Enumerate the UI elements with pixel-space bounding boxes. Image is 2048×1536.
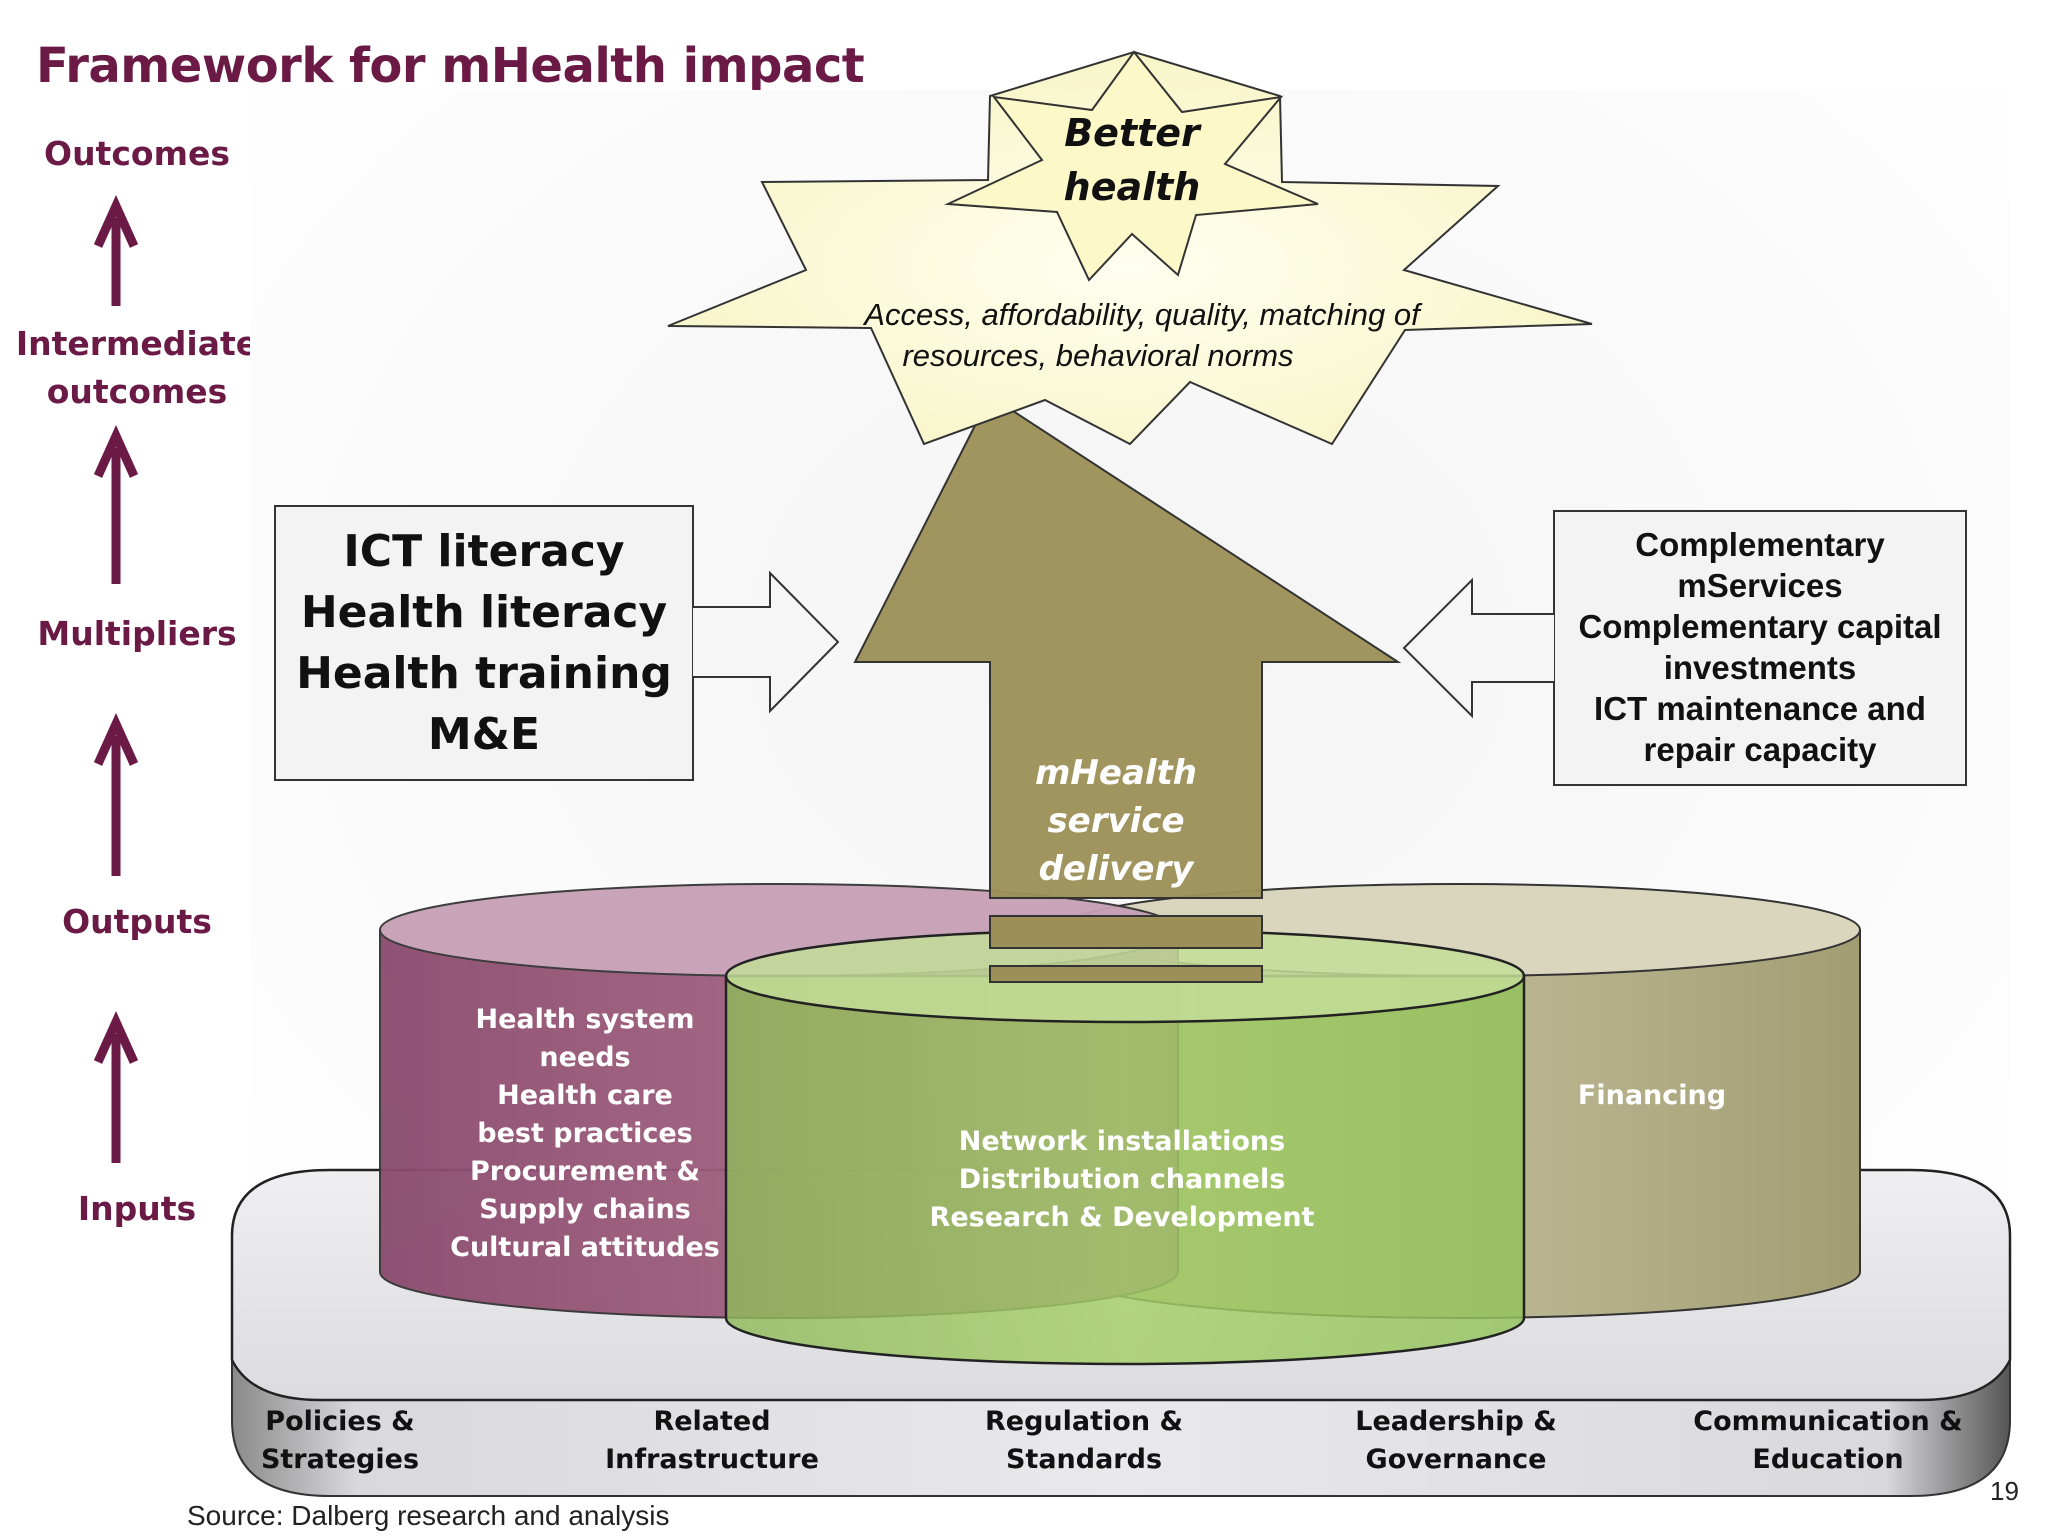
left-multiplier-text: ICT literacy Health literacy Health trai… — [296, 526, 672, 760]
left-multiplier-item: Health training — [296, 648, 672, 699]
right-multiplier-item: mServices — [1677, 567, 1842, 604]
page-title: Framework for mHealth impact — [36, 38, 865, 94]
center-arrow-line-3: delivery — [1039, 849, 1196, 889]
cylinder-left-item: Cultural attitudes — [450, 1232, 720, 1263]
level-multipliers: Multipliers — [37, 614, 237, 653]
level-outcomes: Outcomes — [44, 134, 230, 173]
cylinder-left-text: Health system needs Health care best pra… — [450, 1004, 720, 1263]
cylinder-left-item: Health care — [497, 1080, 673, 1111]
platform-label: Governance — [1366, 1444, 1547, 1475]
left-multiplier-box — [274, 505, 694, 781]
right-multiplier-item: Complementary capital — [1578, 608, 1941, 645]
platform-label: Standards — [1006, 1444, 1162, 1475]
right-multiplier-text: Complementary mServices Complementary ca… — [1578, 526, 1941, 768]
platform-label: Strategies — [261, 1444, 419, 1475]
left-multiplier-arrow — [693, 570, 840, 714]
level-arrow-multipliers-to-intermediate — [93, 425, 139, 584]
platform-labels: Policies & Strategies Related Infrastruc… — [261, 1406, 1963, 1475]
left-multiplier-item: M&E — [428, 709, 540, 760]
page-number: 19 — [1990, 1476, 2019, 1506]
cylinder-left-item: Health system — [475, 1004, 694, 1035]
cylinder-center-item: Network installations — [959, 1126, 1285, 1157]
right-multiplier-item: ICT maintenance and — [1594, 690, 1926, 727]
platform-label: Communication & — [1693, 1406, 1962, 1437]
center-arrow-line-1: mHealth — [1035, 753, 1197, 793]
cylinder-right-item: Financing — [1578, 1080, 1726, 1111]
level-inputs: Inputs — [77, 1189, 197, 1228]
right-multiplier-box — [1553, 510, 1967, 786]
cylinder-left-item: Procurement & — [470, 1156, 700, 1187]
star-subtitle-line-1: Access, affordability, quality, matching… — [862, 297, 1423, 332]
center-arrow-line-2: service — [1047, 801, 1184, 841]
platform-label: Policies & — [265, 1406, 414, 1437]
cylinder-center-text: Network installations Distribution chann… — [930, 1126, 1315, 1233]
right-multiplier-item: Complementary — [1635, 526, 1885, 563]
level-intermediate-line-1: Intermediate — [15, 324, 259, 363]
platform-label: Related — [653, 1406, 770, 1437]
left-multiplier-item: Health literacy — [301, 587, 667, 638]
platform-label: Infrastructure — [605, 1444, 819, 1475]
left-multiplier-item: ICT literacy — [343, 526, 624, 577]
cylinder-center-item: Research & Development — [930, 1202, 1315, 1233]
level-intermediate-outcomes: Intermediate outcomes — [12, 320, 262, 416]
level-arrow-outputs-to-multipliers — [93, 713, 139, 876]
better-health-star — [667, 50, 1593, 446]
better-health-inner-star — [944, 50, 1319, 282]
source-note: Source: Dalberg research and analysis — [187, 1500, 670, 1531]
star-subtitle-line-2: resources, behavioral norms — [902, 338, 1293, 373]
level-intermediate-line-2: outcomes — [46, 372, 228, 411]
cylinder-center-item: Distribution channels — [959, 1164, 1286, 1195]
star-title-line-2: health — [1064, 165, 1201, 209]
level-arrow-intermediate-to-outcomes — [93, 195, 139, 306]
cylinder-left-item: needs — [539, 1042, 630, 1073]
right-multiplier-item: investments — [1664, 649, 1857, 686]
right-multiplier-item: repair capacity — [1644, 731, 1878, 768]
right-multiplier-arrow — [1402, 577, 1554, 719]
level-arrow-inputs-to-outputs — [93, 1011, 139, 1163]
platform-label: Leadership & — [1355, 1406, 1557, 1437]
cylinder-left-item: best practices — [477, 1118, 692, 1149]
star-title-line-1: Better — [1064, 111, 1202, 155]
center-arrow — [853, 394, 1402, 983]
platform-label: Education — [1752, 1444, 1903, 1475]
cylinder-left-item: Supply chains — [479, 1194, 691, 1225]
platform-label: Regulation & — [985, 1406, 1183, 1437]
level-outputs: Outputs — [62, 902, 212, 941]
